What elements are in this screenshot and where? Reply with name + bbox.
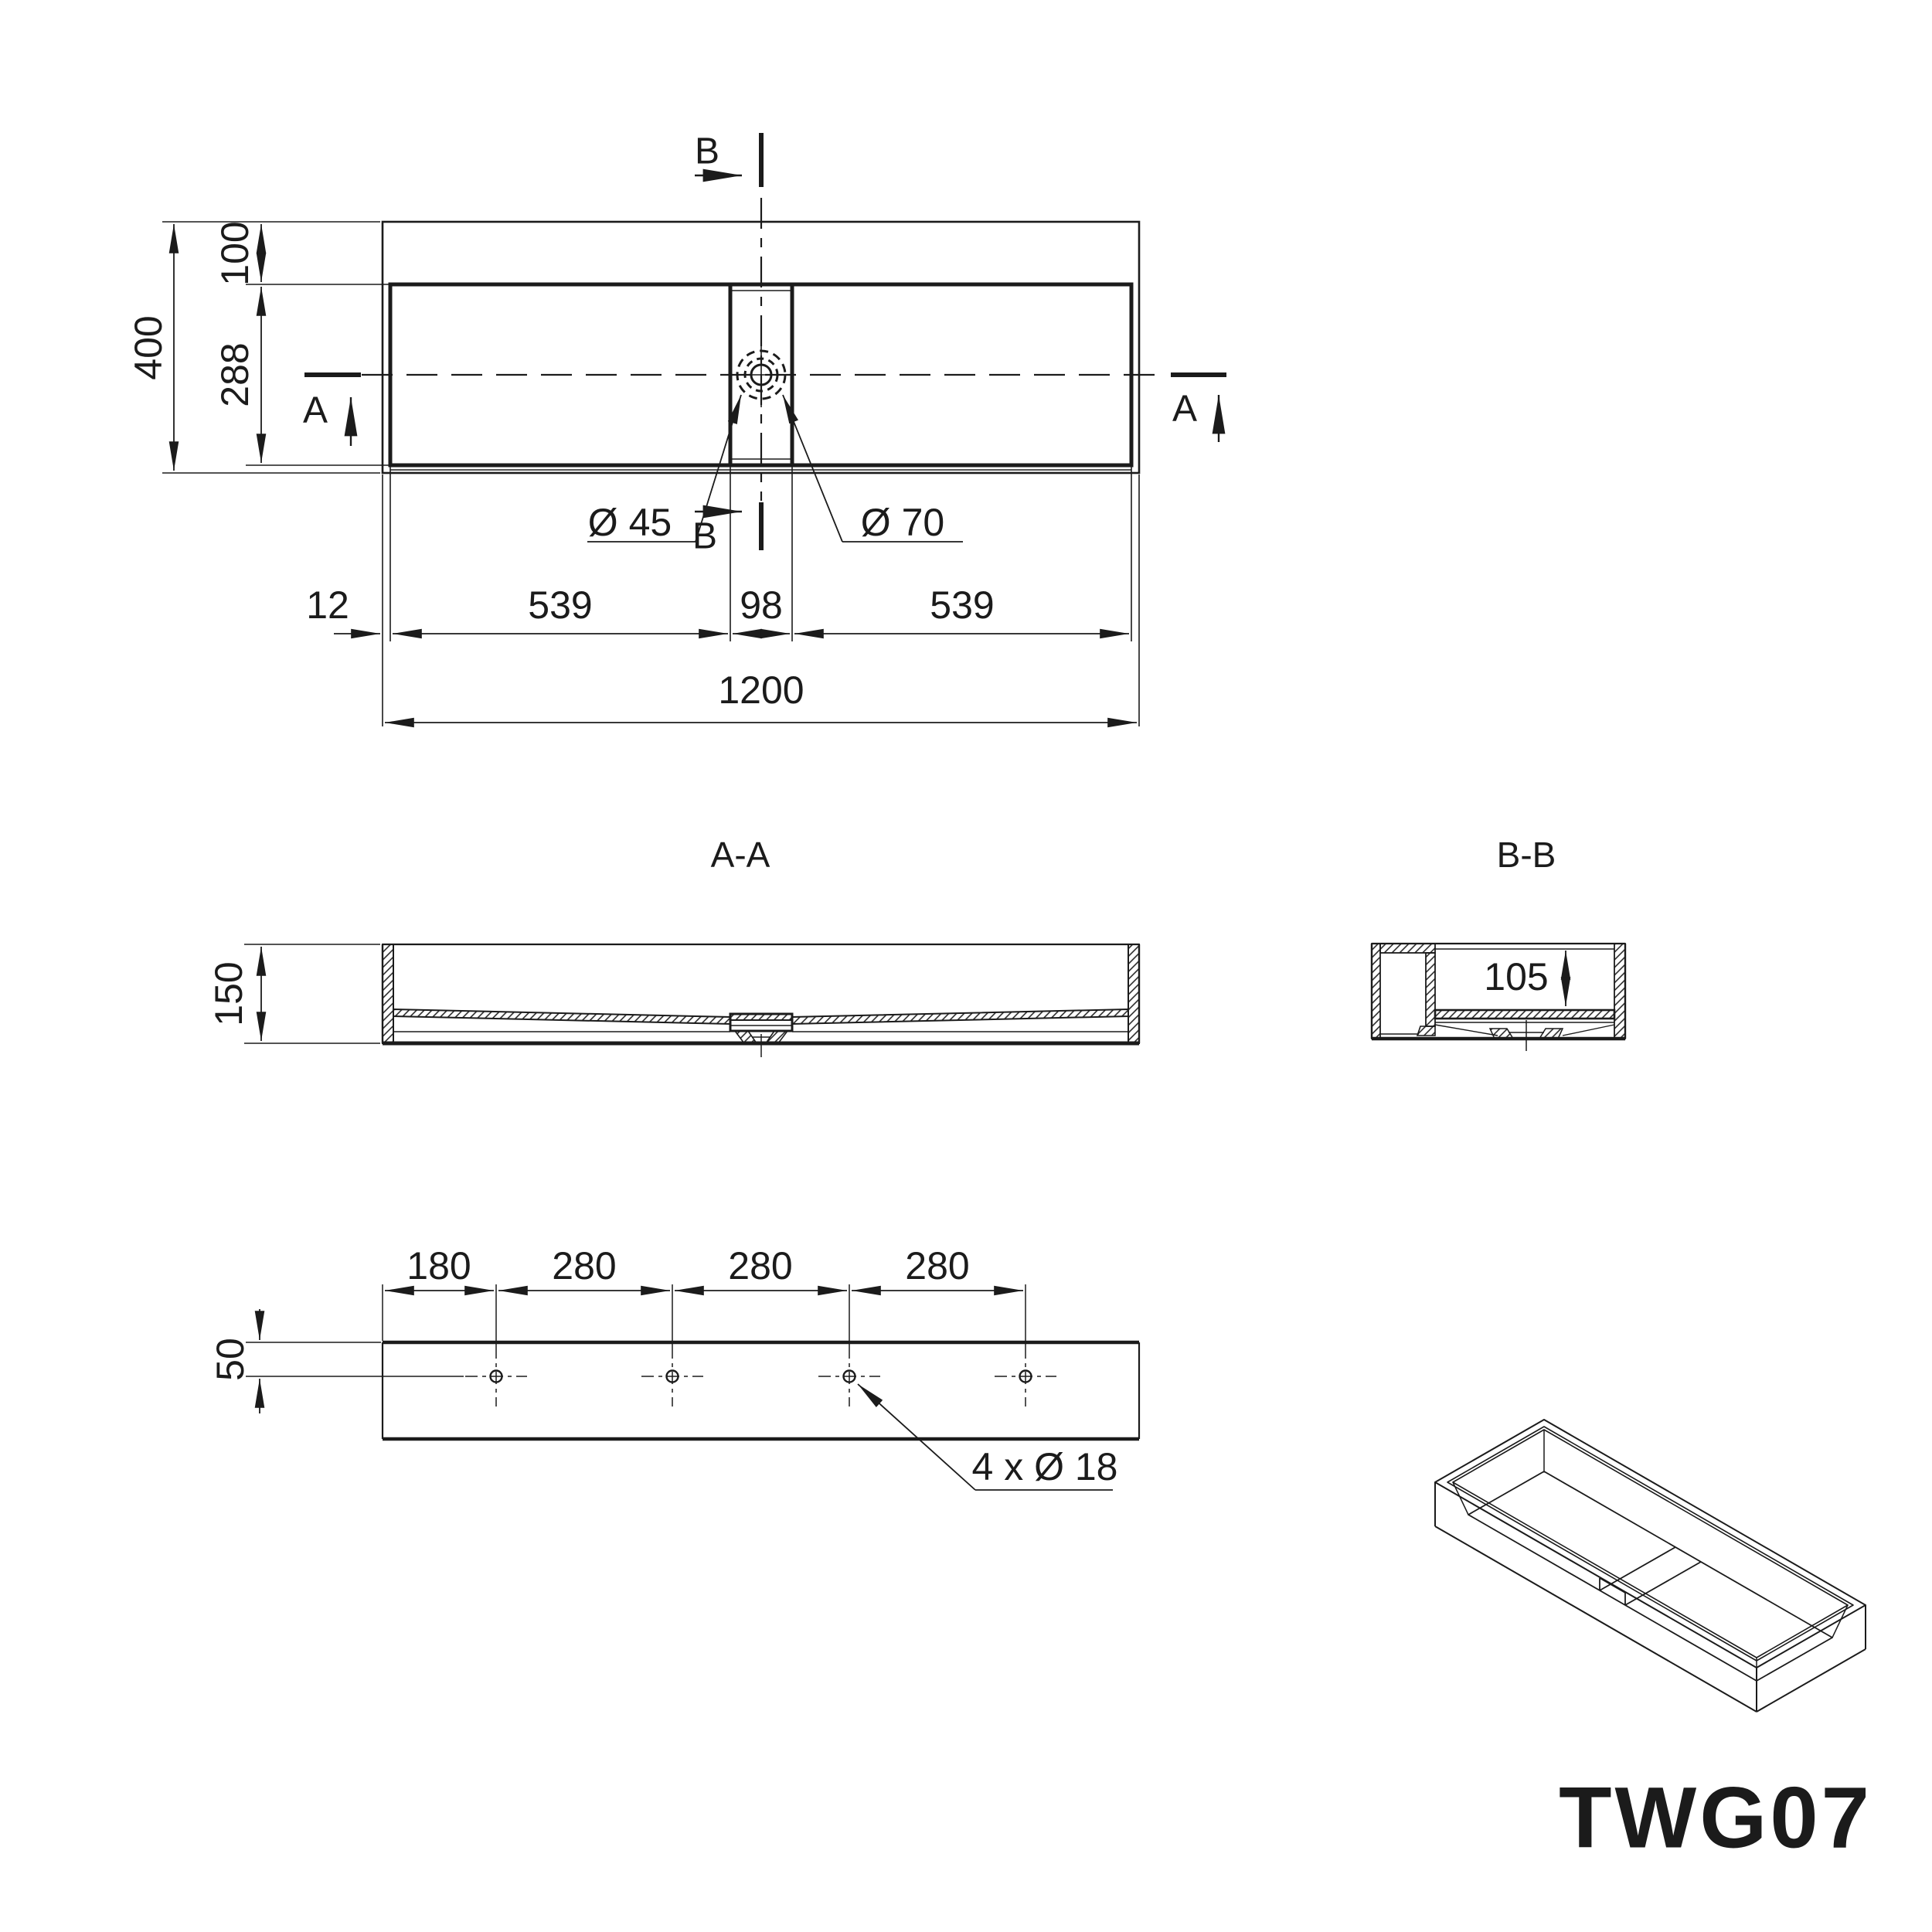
section-aa-title: A-A	[711, 835, 770, 875]
bb-ledge-wall-hatch	[1425, 952, 1436, 1027]
bb-left-wall-hatch	[1371, 943, 1381, 1039]
section-aa-dim	[244, 944, 380, 1044]
dim-hole-offset: 180	[406, 1244, 471, 1287]
dim-rim-side: 12	[306, 583, 349, 627]
aa-drain-assembly	[729, 1012, 794, 1057]
iso-inner-rim-outer	[1447, 1426, 1854, 1662]
bb-outline	[1370, 942, 1627, 1041]
isometric-view	[1434, 1419, 1866, 1713]
aa-floor-right-hatch	[791, 1008, 1129, 1026]
aa-right-wall-hatch	[1128, 944, 1140, 1044]
dim-section-height: 150	[207, 961, 250, 1026]
section-aa-view	[244, 943, 1141, 1057]
marker-a-left: A	[303, 390, 328, 431]
plan-extension-lines	[162, 221, 1140, 726]
drain-symbol	[729, 342, 794, 407]
dim-inner-depth: 105	[1484, 955, 1548, 998]
dim-divider-width: 98	[740, 583, 783, 627]
marker-b-top: B	[695, 131, 719, 172]
aa-floor-left-hatch	[393, 1008, 731, 1026]
iso-inner-rim-inner	[1452, 1429, 1849, 1658]
aa-outline	[381, 943, 1141, 1046]
rear-dimension-lines	[254, 1285, 1023, 1413]
dim-hole-spacing-2: 280	[728, 1244, 792, 1287]
bb-underfloor-lines	[1434, 1022, 1615, 1036]
product-code: TWG07	[1559, 1770, 1872, 1866]
marker-a-right: A	[1172, 389, 1197, 430]
bb-right-wall-hatch	[1614, 943, 1626, 1039]
iso-outer-edges	[1434, 1482, 1866, 1713]
dim-basin-right: 539	[930, 583, 994, 627]
section-bb-title: B-B	[1497, 835, 1556, 875]
dim-hole-spacing-3: 280	[905, 1244, 969, 1287]
iso-outer-rim	[1434, 1419, 1866, 1668]
dim-basin-left: 539	[528, 583, 592, 627]
plan-dimension-lines	[168, 224, 1137, 728]
plan-view	[162, 133, 1226, 728]
bb-ledge-top-hatch	[1379, 943, 1436, 954]
iso-divider	[1599, 1546, 1702, 1606]
dim-rim-back: 100	[213, 221, 257, 285]
marker-b-bottom: B	[692, 516, 717, 557]
dim-basin-inner-depth: 288	[213, 342, 257, 406]
label-drain-small: Ø 45	[588, 501, 672, 544]
hole-centerlines	[465, 1346, 1056, 1406]
dim-hole-top-offset: 50	[209, 1338, 252, 1381]
dim-overall-depth: 400	[127, 315, 170, 379]
aa-left-wall-hatch	[382, 944, 394, 1044]
iso-inner-corner-edges	[1452, 1430, 1849, 1681]
holes-leader	[857, 1383, 1113, 1491]
rear-view	[246, 1284, 1141, 1491]
mounting-holes	[489, 1369, 1032, 1383]
rear-body-outline	[381, 1340, 1141, 1441]
dim-hole-spacing-1: 280	[552, 1244, 616, 1287]
label-drain-large: Ø 70	[861, 501, 944, 544]
bb-floor-hatch	[1434, 1009, 1616, 1020]
rear-extension-lines	[246, 1284, 1026, 1377]
section-markers	[304, 133, 1226, 550]
label-holes: 4 x Ø 18	[972, 1445, 1118, 1488]
bb-ledge-foot-hatch	[1416, 1026, 1436, 1036]
section-bb-view	[1370, 942, 1627, 1051]
dim-overall-length: 1200	[718, 668, 804, 712]
